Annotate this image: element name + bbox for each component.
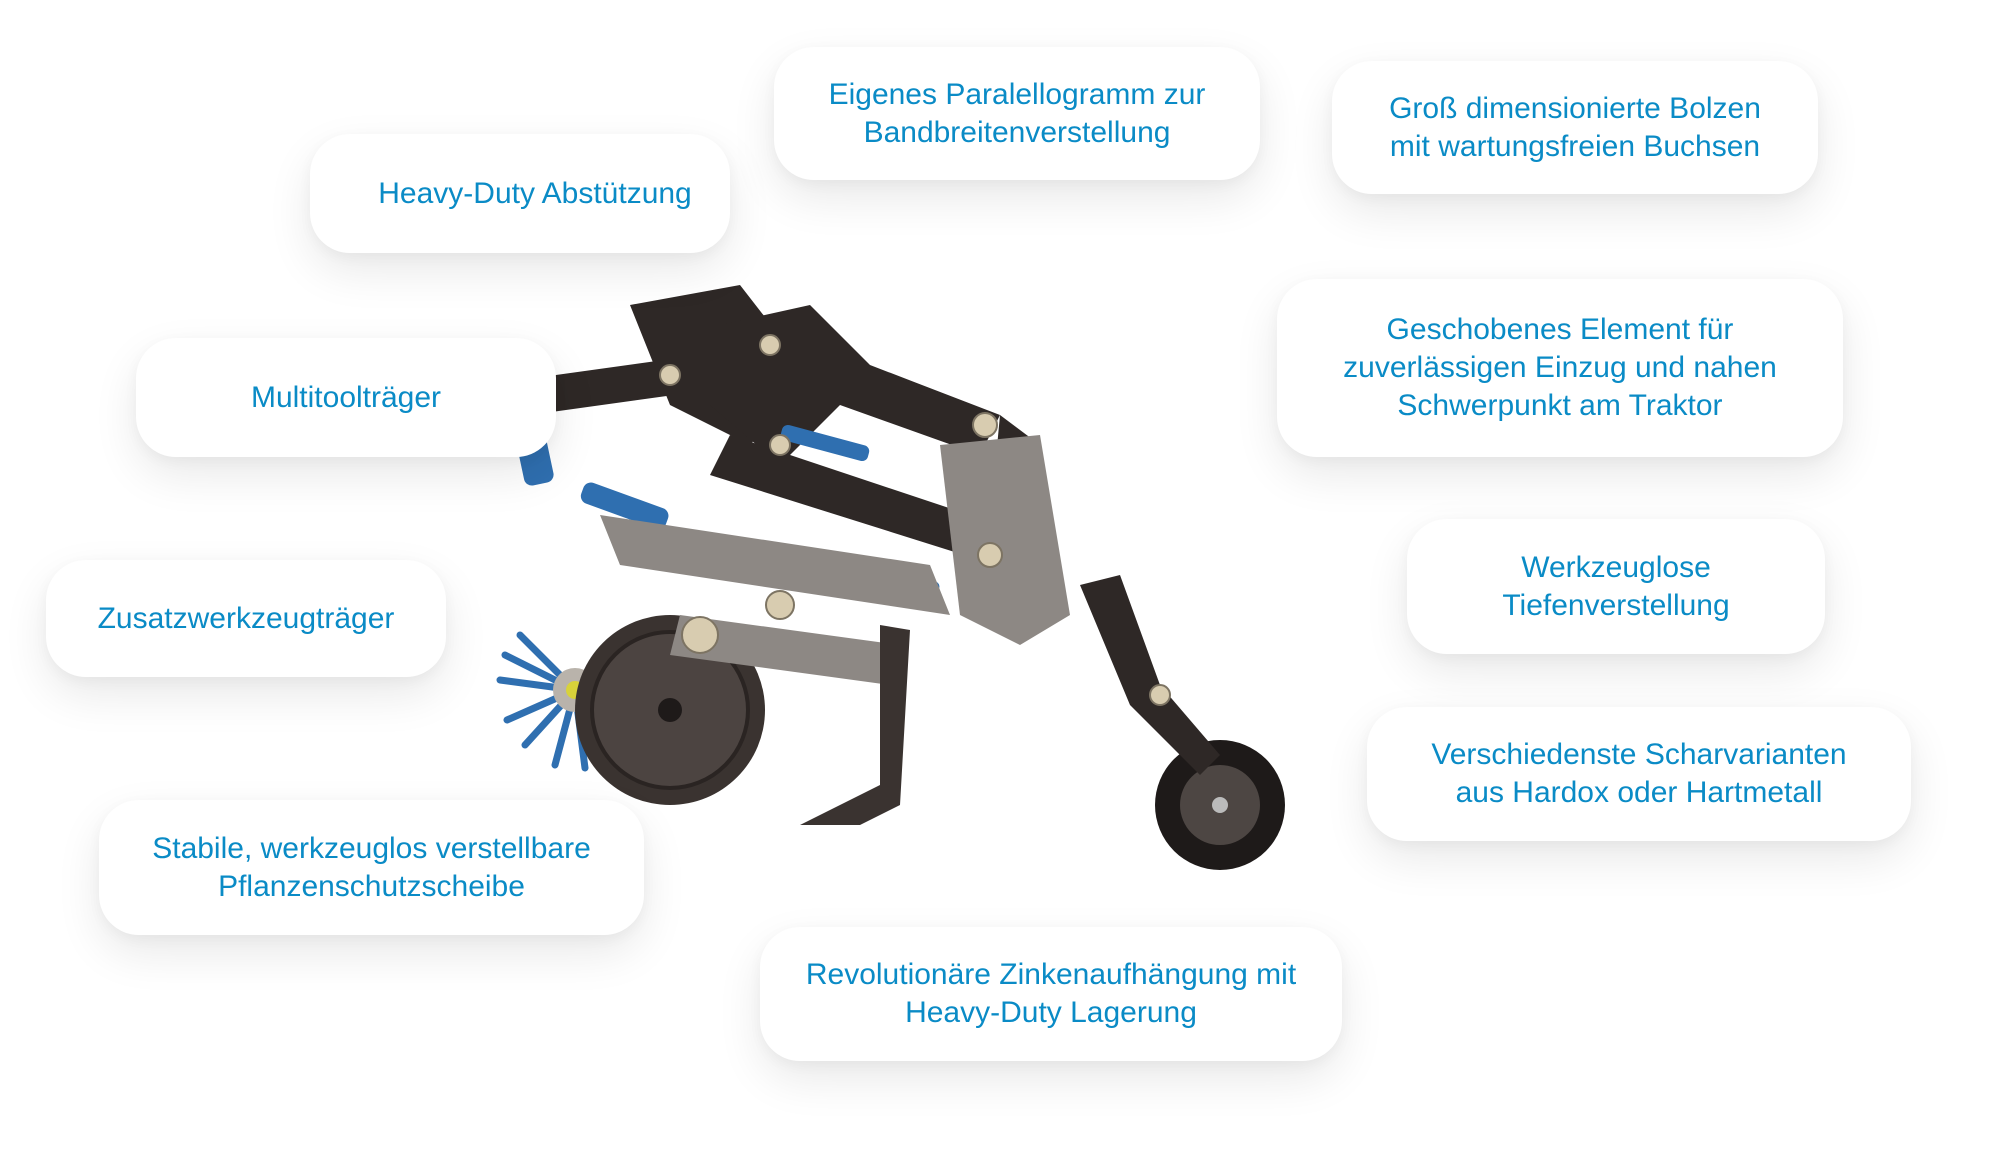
feature-label: Geschobenes Element für zuverlässigen Ei… — [1343, 313, 1777, 422]
feature-label: Heavy-Duty Abstützung — [378, 176, 692, 210]
feature-label: Zusatzwerkzeugträger — [97, 601, 395, 635]
feature-label: Multitoolträger — [250, 380, 442, 414]
packer-wheel-icon — [575, 615, 765, 805]
feature-card-bolts: Groß dimensionierte Bolzen mit wartungsf… — [1332, 61, 1818, 194]
feature-card-tine-suspension: Revolutionäre Zinkenaufhängung mit Heavy… — [760, 927, 1342, 1061]
feature-card-protection-disc: Stabile, werkzeuglos verstellbare Pflanz… — [99, 800, 644, 935]
feature-card-additional-tool: Zusatzwerkzeugträger — [46, 560, 446, 677]
feature-card-depth-adjust: Werkzeuglose Tiefenverstellung — [1407, 519, 1825, 654]
feature-card-heavy-duty-support: Heavy-Duty Abstützung — [310, 134, 730, 253]
feature-card-shares: Verschiedenste Scharvarianten aus Hardox… — [1367, 707, 1911, 841]
machine-illustration — [496, 285, 1285, 870]
feature-label: Verschiedenste Scharvarianten aus Hardox… — [1431, 738, 1847, 809]
feature-label: Stabile, werkzeuglos verstellbare Pflanz… — [152, 831, 591, 903]
feature-label: Eigenes Paralellogramm zur Bandbreitenve… — [828, 77, 1206, 149]
feature-card-multitool: Multitoolträger — [136, 338, 556, 457]
depth-wheel-icon — [1155, 740, 1285, 870]
feature-label: Revolutionäre Zinkenaufhängung mit Heavy… — [805, 958, 1297, 1029]
feature-card-pushed-element: Geschobenes Element für zuverlässigen Ei… — [1277, 279, 1843, 457]
feature-card-parallelogram: Eigenes Paralellogramm zur Bandbreitenve… — [774, 47, 1260, 180]
feature-label: Groß dimensionierte Bolzen mit wartungsf… — [1389, 91, 1761, 163]
feature-label: Werkzeuglose Tiefenverstellung — [1502, 550, 1730, 622]
